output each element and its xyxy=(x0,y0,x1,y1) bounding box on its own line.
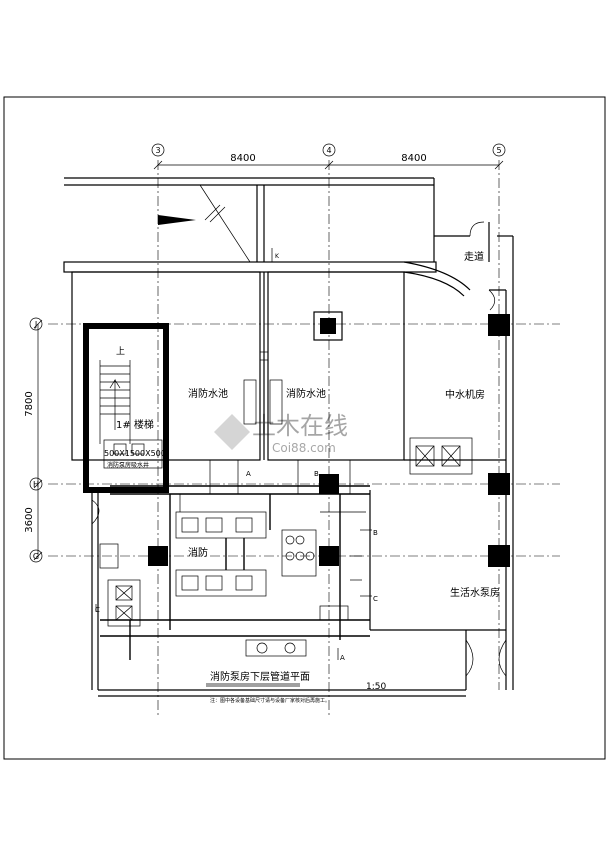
watermark-url: Coi88.com xyxy=(272,441,336,455)
stair-core xyxy=(83,323,169,493)
pit-note: 500X1500X500 xyxy=(104,449,166,458)
dim-span-J-H: 7800 xyxy=(24,391,35,416)
marker-c-1: C xyxy=(373,595,378,603)
room-pool-right: 消防水池 xyxy=(286,387,326,400)
axis-label-J: J xyxy=(34,320,37,329)
room-domestic-pump: 生活水泵房 xyxy=(450,586,500,599)
dim-span-4-5: 8400 xyxy=(401,153,426,164)
corridor-walls xyxy=(403,221,514,690)
label-fire-pump: 消防 xyxy=(188,546,208,559)
flow-arrow-icon xyxy=(158,215,196,225)
watermark-logo-icon xyxy=(214,414,250,450)
axis-label-H: H xyxy=(33,480,39,489)
marker-b-2: B xyxy=(314,470,319,478)
upper-structure xyxy=(64,177,435,263)
axis-bubbles xyxy=(29,143,506,563)
reclaimed-room xyxy=(404,437,506,475)
stair-label: 1# 楼梯 xyxy=(116,418,154,431)
marker-c-2: C xyxy=(95,606,100,614)
watermark-text: 土木在线 xyxy=(252,412,348,440)
watermark: 土木在线 Coi88.com xyxy=(214,412,348,455)
drawing-frame xyxy=(3,96,606,760)
columns xyxy=(148,314,510,567)
pit-note-2: 消防泵房吸水井 xyxy=(107,461,149,469)
dimension-lines xyxy=(33,160,504,561)
room-corridor: 走道 xyxy=(464,250,484,263)
section-markers xyxy=(95,529,372,660)
axis-label-5: 5 xyxy=(496,146,501,155)
dim-span-3-4: 8400 xyxy=(230,153,255,164)
marker-b-1: B xyxy=(373,529,378,537)
drawing-note: 注：图中各设备基础尺寸请与设备厂家核对后再施工。 xyxy=(210,697,330,704)
pump-room-walls xyxy=(91,490,507,697)
axis-label-4: 4 xyxy=(326,146,331,155)
marker-a-2: A xyxy=(246,470,251,478)
marker-k: K xyxy=(275,253,280,260)
room-pool-left: 消防水池 xyxy=(188,387,228,400)
dim-span-H-G: 3600 xyxy=(24,507,35,532)
stair-up-label: 上 xyxy=(116,346,125,357)
pump-room-equipment xyxy=(99,511,349,657)
sump-icons xyxy=(313,311,343,341)
marker-a-1: A xyxy=(340,654,345,662)
drawing-title: 消防泵房下层管道平面 xyxy=(210,670,310,683)
axis-label-3: 3 xyxy=(155,146,160,155)
pipework xyxy=(100,460,370,660)
drawing-scale: 1:50 xyxy=(366,682,386,692)
axis-label-G: G xyxy=(33,552,39,561)
room-reclaimed-water: 中水机房 xyxy=(445,388,485,401)
